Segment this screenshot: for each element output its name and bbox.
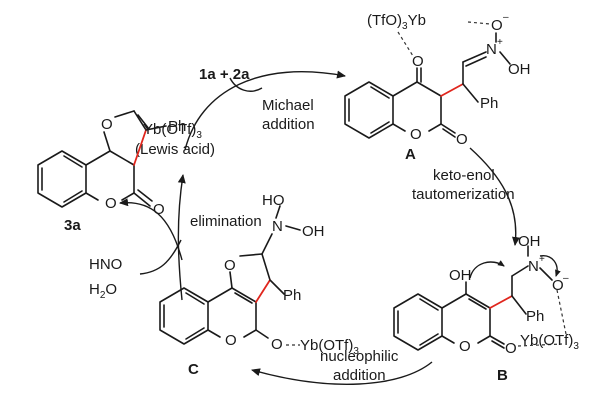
product-3a-label: 3a: [64, 217, 81, 234]
svg-text:Yb(OTf)3: Yb(OTf)3: [520, 332, 579, 352]
svg-text:O: O: [505, 340, 517, 357]
tautomer-step-line2: tautomerization: [412, 186, 515, 203]
svg-text:Ph: Ph: [480, 95, 498, 112]
svg-text:OH: OH: [449, 267, 472, 284]
svg-text:Ph: Ph: [526, 308, 544, 325]
svg-text:O: O: [271, 336, 283, 353]
svg-text:O: O: [105, 195, 117, 212]
catalyst-role: (Lewis acid): [135, 141, 215, 158]
byproduct-hno: HNO: [89, 256, 122, 273]
svg-text:N: N: [272, 218, 283, 235]
svg-text:O: O: [456, 131, 468, 148]
tautomer-step-line1: keto-enol: [433, 167, 495, 184]
svg-text:–: –: [503, 12, 509, 23]
elimination-arrow: [119, 198, 183, 261]
svg-text:+: +: [539, 254, 545, 265]
reagents-entry-arrow: [229, 77, 263, 92]
svg-text:OH: OH: [508, 61, 531, 78]
svg-text:Yb(OTf)3: Yb(OTf)3: [300, 337, 359, 357]
svg-text:Ph: Ph: [168, 118, 186, 135]
svg-text:Ph: Ph: [283, 287, 301, 304]
svg-text:HO: HO: [262, 192, 285, 209]
svg-text:OH: OH: [302, 223, 325, 240]
svg-text:OH: OH: [518, 233, 541, 250]
svg-text:(TfO)3Yb: (TfO)3Yb: [367, 12, 426, 32]
regeneration-arrow: [177, 174, 186, 301]
michael-step-line2: addition: [262, 116, 315, 133]
catalyst-label: Yb(OTf)3: [143, 121, 202, 141]
svg-text:O: O: [153, 201, 165, 218]
tautomer-arrow: [469, 147, 520, 246]
nucleophilic-step-line1: nucleophilic: [320, 348, 399, 365]
reagents-label: 1a + 2a: [199, 66, 250, 83]
svg-text:O: O: [225, 332, 237, 349]
svg-text:O: O: [410, 126, 422, 143]
svg-text:O: O: [491, 17, 503, 34]
svg-text:O: O: [459, 338, 471, 355]
intermediate-c-structure: O O O Ph N HO OH Yb(OTf)3: [159, 192, 359, 357]
michael-arrow: [184, 70, 346, 151]
svg-text:O: O: [412, 53, 424, 70]
intermediate-b-structure: OH O O Ph N + OH O – Yb(OTf)3: [393, 233, 579, 357]
svg-text:–: –: [563, 273, 569, 284]
intermediate-a-label: A: [405, 146, 416, 163]
svg-text:N: N: [486, 41, 497, 58]
svg-text:+: +: [497, 37, 503, 48]
nucleophilic-arrow: [251, 361, 433, 385]
svg-text:O: O: [224, 257, 236, 274]
byproduct-arrow: [139, 239, 182, 275]
intermediate-a-structure: O O O Ph N + O – OH (TfO)3Yb: [344, 12, 531, 148]
svg-text:N: N: [528, 258, 539, 275]
elimination-step: elimination: [190, 213, 262, 230]
michael-step-line1: Michael: [262, 97, 314, 114]
intermediate-b-label: B: [497, 367, 508, 384]
svg-text:O: O: [101, 116, 113, 133]
product-3a-structure: O O O Ph: [37, 110, 186, 218]
svg-text:O: O: [552, 277, 564, 294]
nucleophilic-step-line2: addition: [333, 367, 386, 384]
intermediate-c-label: C: [188, 361, 199, 378]
byproduct-water: H2O: [89, 281, 117, 301]
